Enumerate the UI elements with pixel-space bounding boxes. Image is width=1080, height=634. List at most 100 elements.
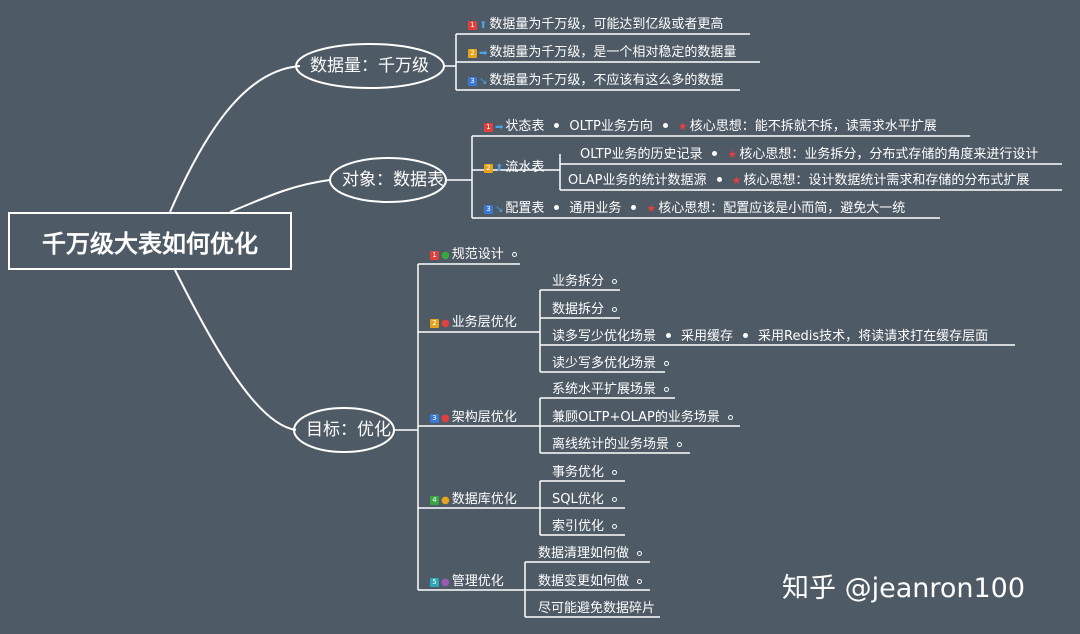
collapse-ring-icon[interactable]: [611, 497, 617, 502]
branch-data-volume[interactable]: 数据量：千万级: [310, 56, 429, 76]
volume-item-1[interactable]: 1⬆数据量为千万级，可能达到亿级或者更高: [468, 17, 723, 34]
arch-item-2[interactable]: 兼顾OLTP+OLAP的业务场景: [552, 410, 733, 426]
watermark: 知乎 @jeanron100: [782, 573, 1026, 604]
flow-table-node[interactable]: 2⬆流水表: [484, 160, 544, 177]
volume-item-1-text: 数据量为千万级，可能达到亿级或者更高: [489, 17, 724, 32]
bullet-dot: [666, 333, 672, 338]
branch-data-table[interactable]: 对象：数据表: [342, 170, 444, 190]
arch-item-3[interactable]: 离线统计的业务场景: [552, 437, 683, 453]
root-node[interactable]: 千万级大表如何优化: [8, 212, 292, 270]
db-node[interactable]: 4●数据库优化: [430, 492, 517, 509]
flow-oltp-row[interactable]: OLTP业务的历史记录★核心思想：业务拆分，分布式存储的角度来进行设计: [580, 147, 1038, 163]
collapse-ring-icon[interactable]: [511, 252, 517, 257]
star-icon: ★: [731, 174, 742, 187]
priority-4-icon: 4: [430, 496, 439, 505]
flow-oltp-core: 核心思想：业务拆分，分布式存储的角度来进行设计: [739, 147, 1039, 162]
volume-item-2[interactable]: 2➡数据量为千万级，是一个相对稳定的数据量: [468, 45, 736, 62]
state-table-sub: OLTP业务方向: [569, 119, 653, 134]
biz-item-2[interactable]: 数据拆分: [552, 302, 618, 318]
config-table-row[interactable]: 3↘配置表通用业务★核心思想：配置应该是小而简，避免大一统: [484, 201, 905, 218]
mgmt-label: 管理优化: [451, 574, 504, 589]
collapse-ring-icon[interactable]: [727, 415, 733, 420]
collapse-ring-icon[interactable]: [612, 279, 618, 284]
arrow-up-icon: ⬆: [495, 163, 504, 174]
collapse-ring-icon[interactable]: [637, 579, 643, 584]
biz-layer-node[interactable]: 2●业务层优化: [430, 315, 517, 332]
flow-olap-core: 核心思想：设计数据统计需求和存储的分布式扩展: [743, 173, 1030, 188]
spec-design-label: 规范设计: [451, 247, 504, 262]
priority-3-icon: 3: [468, 77, 477, 86]
person-icon: ●: [441, 250, 450, 261]
priority-2-icon: 2: [430, 319, 439, 328]
biz-item-1[interactable]: 业务拆分: [552, 274, 618, 290]
priority-5-icon: 5: [430, 578, 439, 587]
biz-item-4-text: 读少写多优化场景: [552, 356, 657, 371]
arrow-right-icon: ➡: [495, 122, 504, 133]
mgmt-item-1[interactable]: 数据清理如何做: [538, 546, 643, 562]
person-icon: ●: [441, 495, 450, 506]
arch-layer-node[interactable]: 3●架构层优化: [430, 410, 517, 427]
biz-item-3[interactable]: 读多写少优化场景采用缓存采用Redis技术，将读请求打在缓存层面: [552, 329, 988, 345]
biz-cache-text: 采用缓存: [681, 329, 734, 344]
db-item-3[interactable]: 索引优化: [552, 519, 618, 535]
volume-item-2-text: 数据量为千万级，是一个相对稳定的数据量: [489, 45, 737, 60]
arrow-right-icon: ➡: [479, 48, 488, 59]
collapse-ring-icon[interactable]: [664, 361, 670, 366]
db-item-1[interactable]: 事务优化: [552, 465, 618, 481]
biz-item-1-text: 业务拆分: [552, 274, 605, 289]
mgmt-item-3[interactable]: 尽可能避免数据碎片: [538, 601, 655, 617]
star-icon: ★: [646, 202, 657, 215]
mgmt-item-3-text: 尽可能避免数据碎片: [538, 601, 656, 616]
bullet-dot: [631, 205, 637, 210]
bullet-dot: [716, 177, 722, 182]
priority-2-icon: 2: [484, 164, 493, 173]
branch-goal[interactable]: 目标：优化: [306, 420, 391, 440]
config-table-sub: 通用业务: [569, 201, 622, 216]
priority-1-icon: 1: [468, 21, 477, 30]
mgmt-item-1-text: 数据清理如何做: [538, 546, 630, 561]
mgmt-node[interactable]: 5●管理优化: [430, 574, 504, 591]
collapse-ring-icon[interactable]: [677, 442, 683, 447]
priority-3-icon: 3: [484, 205, 493, 214]
star-icon: ★: [727, 148, 738, 161]
biz-layer-label: 业务层优化: [451, 315, 517, 330]
state-table-label: 状态表: [505, 119, 545, 134]
priority-1-icon: 1: [430, 251, 439, 260]
db-item-2[interactable]: SQL优化: [552, 492, 617, 508]
priority-3-icon: 3: [430, 414, 439, 423]
collapse-ring-icon[interactable]: [664, 387, 670, 392]
db-item-2-text: SQL优化: [552, 492, 604, 507]
arrow-down-right-icon: ↘: [479, 76, 488, 87]
flow-olap-row[interactable]: OLAP业务的统计数据源 ★核心思想：设计数据统计需求和存储的分布式扩展: [568, 173, 1029, 189]
arrow-up-icon: ⬆: [479, 20, 488, 31]
bullet-dot: [662, 123, 668, 128]
biz-redis-text: 采用Redis技术，将读请求打在缓存层面: [758, 329, 989, 344]
biz-item-2-text: 数据拆分: [552, 302, 605, 317]
arch-item-1[interactable]: 系统水平扩展场景: [552, 382, 670, 398]
volume-item-3[interactable]: 3↘数据量为千万级，不应该有这么多的数据: [468, 73, 723, 90]
spec-design-node[interactable]: 1●规范设计: [430, 247, 517, 264]
collapse-ring-icon[interactable]: [612, 307, 618, 312]
person-icon: ●: [441, 577, 450, 588]
db-item-1-text: 事务优化: [552, 465, 605, 480]
bullet-dot: [712, 151, 718, 156]
db-label: 数据库优化: [451, 492, 517, 507]
flow-table-label: 流水表: [505, 160, 545, 175]
biz-item-4[interactable]: 读少写多优化场景: [552, 356, 670, 372]
collapse-ring-icon[interactable]: [612, 524, 618, 529]
config-table-core: 核心思想：配置应该是小而简，避免大一统: [658, 201, 906, 216]
person-icon: ●: [441, 318, 450, 329]
flow-olap-sub: OLAP业务的统计数据源: [568, 173, 707, 188]
arch-item-1-text: 系统水平扩展场景: [552, 382, 657, 397]
person-icon: ●: [441, 413, 450, 424]
arch-layer-label: 架构层优化: [451, 410, 517, 425]
mgmt-item-2[interactable]: 数据变更如何做: [538, 574, 643, 590]
collapse-ring-icon[interactable]: [612, 470, 618, 475]
arrow-down-right-icon: ↘: [495, 204, 504, 215]
bullet-dot: [554, 205, 560, 210]
priority-1-icon: 1: [484, 123, 493, 132]
bullet-dot: [554, 123, 560, 128]
collapse-ring-icon[interactable]: [637, 551, 643, 556]
